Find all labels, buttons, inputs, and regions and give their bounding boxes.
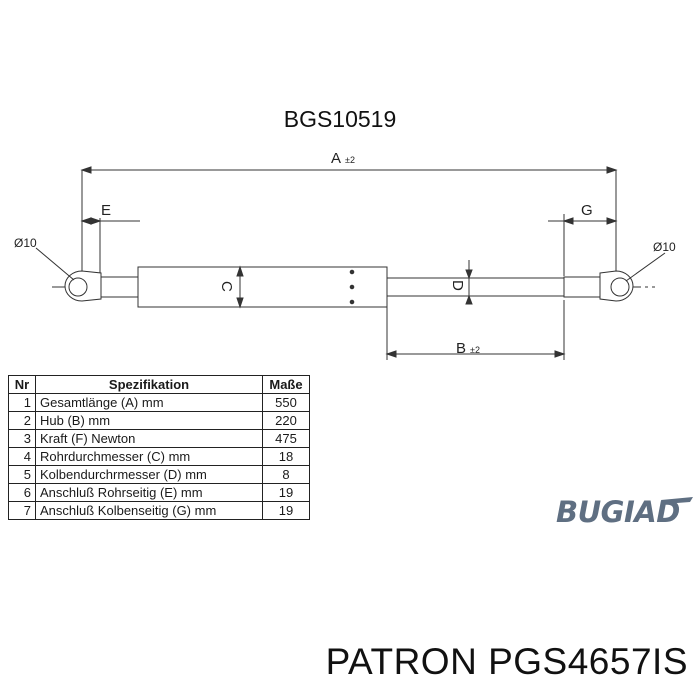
row-value: 220 bbox=[262, 411, 310, 430]
row-value: 18 bbox=[262, 447, 310, 466]
row-value: 8 bbox=[262, 465, 310, 484]
row-spec: Kraft (F) Newton bbox=[35, 429, 263, 448]
header-value: Maße bbox=[262, 375, 310, 394]
piston-rod bbox=[386, 260, 565, 305]
left-eye-leader bbox=[35, 247, 75, 281]
row-nr: 4 bbox=[8, 447, 36, 466]
table-row: 1 Gesamtlänge (A) mm 550 bbox=[8, 393, 310, 412]
row-nr: 2 bbox=[8, 411, 36, 430]
label-c: C bbox=[218, 281, 235, 292]
label-b-tolerance: ±2 bbox=[470, 345, 480, 355]
dimension-e bbox=[80, 217, 140, 285]
specification-table: Nr Spezifikation Maße 1 Gesamtlänge (A) … bbox=[8, 375, 310, 520]
table-row: 6 Anschluß Rohrseitig (E) mm 19 bbox=[8, 483, 310, 502]
label-d: D bbox=[449, 280, 466, 291]
row-nr: 5 bbox=[8, 465, 36, 484]
left-eye-fitting bbox=[64, 270, 139, 302]
row-spec: Kolbendurchrmesser (D) mm bbox=[35, 465, 263, 484]
header-nr: Nr bbox=[8, 375, 36, 394]
right-eye-leader bbox=[625, 252, 666, 282]
product-caption: PATRON PGS4657IS bbox=[325, 641, 688, 682]
table-row: 7 Anschluß Kolbenseitig (G) mm 19 bbox=[8, 501, 310, 520]
row-value: 19 bbox=[262, 483, 310, 502]
label-right-eye: Ø10 bbox=[653, 240, 676, 254]
table-row: 3 Kraft (F) Newton 475 bbox=[8, 429, 310, 448]
table-row: 5 Kolbendurchrmesser (D) mm 8 bbox=[8, 465, 310, 484]
bugiad-logo: BUGIAD bbox=[556, 495, 693, 529]
dimension-b bbox=[385, 300, 566, 360]
row-spec: Rohrdurchmesser (C) mm bbox=[35, 447, 263, 466]
dimension-a bbox=[80, 166, 618, 277]
row-spec: Hub (B) mm bbox=[35, 411, 263, 430]
row-spec: Anschluß Rohrseitig (E) mm bbox=[35, 483, 263, 502]
dimension-g bbox=[548, 214, 618, 276]
label-b: B bbox=[456, 340, 466, 357]
table-header-row: Nr Spezifikation Maße bbox=[8, 375, 310, 394]
label-e: E bbox=[101, 202, 111, 219]
table-row: 4 Rohrdurchmesser (C) mm 18 bbox=[8, 447, 310, 466]
label-g: G bbox=[581, 202, 593, 219]
label-a-tolerance: ±2 bbox=[345, 155, 355, 165]
row-spec: Gesamtlänge (A) mm bbox=[35, 393, 263, 412]
row-spec: Anschluß Kolbenseitig (G) mm bbox=[35, 501, 263, 520]
row-value: 19 bbox=[262, 501, 310, 520]
cylinder-tube bbox=[137, 266, 388, 308]
row-nr: 7 bbox=[8, 501, 36, 520]
row-value: 475 bbox=[262, 429, 310, 448]
part-number-title: BGS10519 bbox=[283, 106, 397, 132]
row-nr: 1 bbox=[8, 393, 36, 412]
table-row: 2 Hub (B) mm 220 bbox=[8, 411, 310, 430]
row-value: 550 bbox=[262, 393, 310, 412]
row-nr: 6 bbox=[8, 483, 36, 502]
brand-logo-text: BUGIAD bbox=[556, 495, 680, 529]
dimension-c bbox=[236, 265, 244, 309]
label-a: A bbox=[331, 150, 341, 167]
label-left-eye: Ø10 bbox=[14, 236, 37, 250]
header-spec: Spezifikation bbox=[35, 375, 263, 394]
right-eye-fitting bbox=[563, 270, 634, 302]
row-nr: 3 bbox=[8, 429, 36, 448]
gas-spring-drawing: A ±2 E G B ±2 Ø10 Ø10 C D bbox=[14, 150, 676, 360]
